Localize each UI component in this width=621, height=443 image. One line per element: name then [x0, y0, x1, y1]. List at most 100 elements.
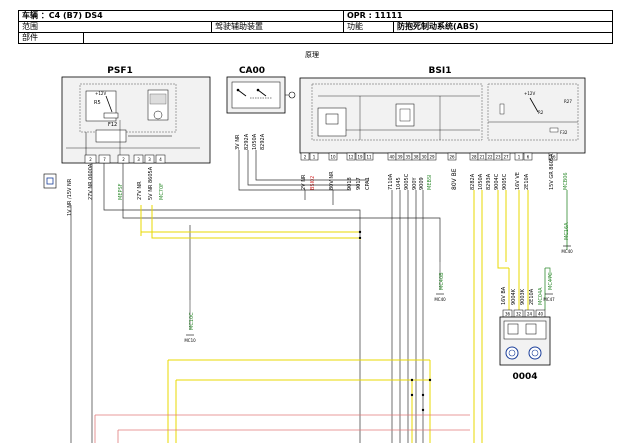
c0004-wire-1: 9004K	[511, 288, 517, 305]
bsi1-pin-20: 16	[550, 155, 556, 160]
bsi1-wire-18: 16V VE	[515, 172, 521, 190]
ground-ref-2: MC40	[561, 249, 573, 254]
psf1-wire-labels: 1V NR /15V NR 27V NR 0600A MEPSF 27V NR …	[67, 163, 165, 216]
ground-mc16a: MC16A MC40	[561, 222, 573, 254]
bsi1-title: BSI1	[429, 66, 452, 76]
bsi1-wire-15: 8293A	[486, 173, 492, 190]
bsi1-pin-box	[514, 152, 524, 161]
ground-code-1: MC40B	[439, 272, 445, 290]
psf1-indicator-icon	[153, 110, 163, 120]
ca00-wire-labels: 3V NR 8292A 1050A 8292A	[235, 133, 266, 150]
bsi1-pin-16: 23	[495, 155, 501, 160]
bsi1-pin-11: 29	[429, 155, 435, 160]
c0004-module	[499, 316, 551, 366]
bsi1-wire-6: 7110A	[388, 173, 394, 190]
bsi1-pin-15: 22	[487, 155, 493, 160]
bsi1-wire-0: 2V NR	[301, 174, 307, 190]
ca00-title: CA00	[239, 66, 265, 76]
ground-ref-0: MC10	[184, 338, 196, 343]
psf1-diag-plug	[43, 173, 57, 189]
psf1-pin-4: 3	[148, 157, 151, 162]
part-value	[83, 32, 613, 44]
bsi1-pin-3: 12	[348, 155, 354, 160]
ca00-module	[226, 76, 296, 114]
bsi1-pin-12: 26	[449, 155, 455, 160]
psf1-supply: +12V	[95, 91, 106, 96]
psf1-wire-5: MC70F	[159, 183, 165, 200]
bsi1-pin-10: 30	[421, 155, 427, 160]
c0004-wire-4: MC04A	[538, 287, 544, 305]
ground-code-0: MC10C	[189, 312, 195, 330]
ca00-wire-2: 1050A	[252, 133, 258, 150]
ground-ref-3: MC47	[543, 297, 555, 302]
ground-mc47: MC47C MC47	[543, 267, 555, 302]
bsi1-pin-box	[355, 152, 365, 161]
psf1-pin-5: 4	[159, 157, 162, 162]
ca00-wire-3: 8292A	[260, 133, 266, 150]
principle-label: 原理	[305, 51, 319, 59]
c0004-wire-0: 16V BA	[501, 286, 507, 305]
bsi1-wire-17: 9005C	[502, 173, 508, 190]
bsi1-wire-8: 9005C	[404, 173, 410, 190]
bsi1-wire-16: 9004C	[494, 173, 500, 190]
bsi1-pin-19: 6	[527, 155, 530, 160]
ground-ref-1: MC40	[434, 297, 446, 302]
c0004-pin-0: 36	[505, 312, 511, 317]
psf1-connector: 2 7 2 3 3 4	[84, 154, 166, 164]
bsi1-pin-0: 2	[304, 155, 307, 160]
bsi1-wire-11: MEBSI	[427, 175, 433, 190]
bsi1-pin-2: 10	[330, 155, 336, 160]
key-icon	[288, 91, 296, 99]
psf1-fuse-label: F12	[108, 122, 117, 128]
bsi1-wire-10: 9009	[419, 177, 425, 190]
psf1-wire-1: 27V NR 0600A	[88, 163, 94, 200]
bsi1-wire-14: 1050A	[478, 173, 484, 190]
bsi1-wire-21: MCB06	[563, 172, 569, 190]
psf1-wire-0: 1V NR /15V NR	[67, 178, 73, 216]
c0004-wire-labels: 16V BA 9004K 9003K 2E10A MC04A	[501, 286, 544, 305]
c0004-wire-2: 9003K	[520, 288, 526, 305]
ground-mc10: MC10C MC10	[184, 300, 196, 343]
bsi1-pin-box	[328, 152, 338, 161]
part-label: 部件	[18, 32, 84, 44]
bsi1-wire-12: 80V BE	[451, 168, 458, 190]
psf1-module: +12V R5 F12	[61, 76, 211, 164]
bsi1-wire-labels: 2V NR BSI02 80V NR 9018 9017 CPA1 7110A …	[301, 153, 569, 190]
pump-motor-icon	[505, 346, 519, 360]
ca00-wire-0: 3V NR	[235, 134, 241, 150]
bsi1-pin-13: 28	[471, 155, 477, 160]
bsi1-pin-box	[523, 152, 533, 161]
bsi1-pin-box	[447, 152, 457, 161]
header-table: 车辆 ：C4 (B7) DS4 OPR : 11111 范围 驾驶辅助装置 功能…	[18, 10, 613, 44]
ground-code-2: MC16A	[564, 222, 570, 240]
psf1-relay-label: R5	[94, 100, 101, 106]
bsi1-wire-7: 1045	[396, 177, 402, 190]
bsi1-wire-2: 80V NR	[329, 171, 335, 190]
bsi1-pin-18: 1	[518, 155, 521, 160]
ignition-switch-icon	[236, 88, 272, 99]
psf1-title: PSF1	[107, 66, 133, 76]
c0004-wire-3: 2E10A	[529, 288, 535, 305]
bsi1-supply: +12V	[524, 91, 535, 96]
c0004-connector: 36 32 24 40	[502, 309, 546, 318]
bsi1-wire-4: 9017	[356, 177, 362, 190]
ca00-wire-1: 8292A	[244, 133, 250, 150]
psf1-pin-3: 3	[137, 157, 140, 162]
bsi1-pin-14: 21	[479, 155, 485, 160]
bsi1-pin-box	[309, 152, 319, 161]
bsi1-relay-icon	[325, 113, 339, 125]
bsi1-pin-box	[548, 152, 558, 161]
ground-code-3: MC47C	[548, 272, 554, 290]
c0004-pin-3: 40	[538, 312, 544, 317]
fuse-icon	[103, 112, 119, 119]
psf1-wire-4: 5V NR 8605A	[148, 166, 154, 200]
bsi1-relay-label: R2	[538, 110, 544, 115]
bsi1-pin-17: 27	[503, 155, 509, 160]
wire-harness	[70, 150, 568, 443]
psf1-wire-3: 27V NR	[137, 181, 143, 200]
bsi1-wire-19: 2E10A	[524, 173, 530, 190]
bsi1-wire-13: 8282A	[470, 173, 476, 190]
bsi1-module: +12V R2 R27 F32	[299, 77, 586, 154]
